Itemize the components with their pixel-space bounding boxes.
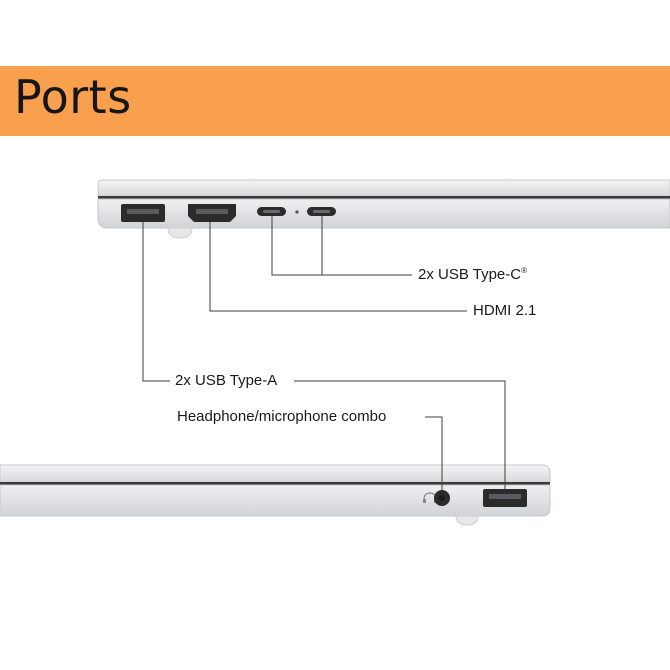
usb-a-port-right	[483, 489, 527, 507]
status-led	[295, 210, 299, 214]
leader-hdmi	[209, 222, 467, 312]
leader-audio	[425, 416, 443, 490]
laptop-right-side-view	[0, 464, 551, 526]
usb-a-port-left	[121, 204, 165, 222]
laptop-left-side-view	[97, 179, 670, 239]
leader-lines	[142, 216, 506, 490]
leader-usb-a-lower	[294, 380, 506, 489]
label-hdmi: HDMI 2.1	[473, 302, 537, 319]
chassis-seam	[98, 196, 670, 199]
rubber-foot	[455, 515, 479, 526]
leader-usb-c	[271, 216, 412, 276]
hdmi-port	[188, 204, 236, 222]
label-usb-a: 2x USB Type-A	[175, 372, 278, 389]
rubber-foot	[167, 227, 193, 239]
page-title: Ports	[14, 70, 132, 124]
chassis-seam	[0, 482, 550, 485]
leader-usb-a-upper	[142, 222, 170, 382]
label-usb-c: 2x USB Type-C®	[418, 266, 528, 283]
label-audio-combo: Headphone/microphone combo	[177, 408, 387, 425]
title-banner: Ports	[0, 66, 670, 136]
